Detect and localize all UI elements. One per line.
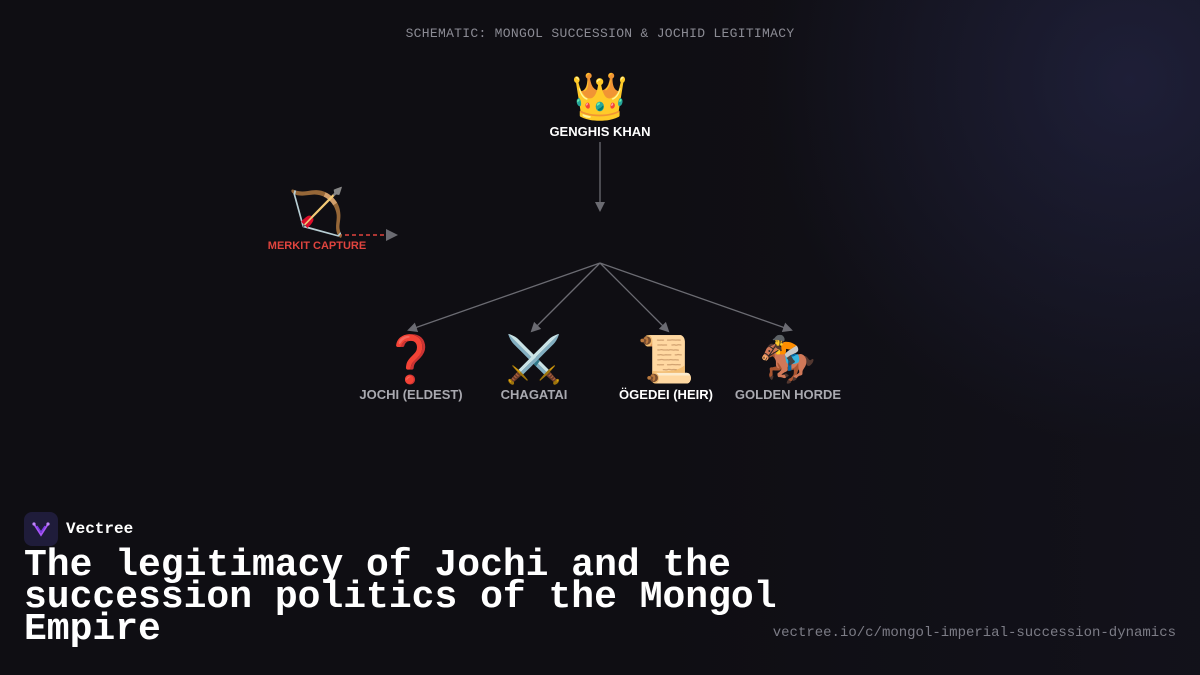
node-jochi: ❓ JOCHI (ELDEST) (359, 333, 462, 402)
horse-racing-icon: 🏇 (759, 332, 817, 386)
node-label: CHAGATAI (500, 387, 568, 402)
edge-to-golden-horde (599, 262, 793, 333)
page-headline: The legitimacy of Jochi and the successi… (24, 544, 777, 651)
scroll-icon: 📜 (637, 332, 695, 386)
edge-to-chagatai (530, 262, 601, 333)
node-label: JOCHI (ELDEST) (359, 387, 463, 402)
node-genghis-khan: 👑 GENGHIS KHAN (549, 70, 650, 139)
question-mark-icon: ❓ (382, 332, 440, 386)
edge-to-ogedei (599, 262, 670, 333)
brand[interactable]: Vectree (24, 512, 133, 546)
node-chagatai: ⚔️ CHAGATAI (501, 333, 568, 402)
source-url[interactable]: vectree.io/c/mongol-imperial-succession-… (772, 625, 1176, 641)
node-label: GOLDEN HORDE (734, 387, 842, 402)
side-note-label: MERKIT CAPTURE (267, 240, 367, 252)
node-ogedei: 📜 ÖGEDEI (HEIR) (619, 333, 713, 402)
schematic-title: SCHEMATIC: MONGOL SUCCESSION & JOCHID LE… (405, 26, 795, 41)
node-golden-horde: 🏇 GOLDEN HORDE (735, 333, 841, 402)
brand-name: Vectree (66, 520, 134, 538)
node-merkit-capture: 🏹 MERKIT CAPTURE (268, 186, 366, 252)
bow-and-arrow-icon: 🏹 (288, 185, 346, 239)
edge-to-jochi (407, 262, 601, 333)
crossed-swords-icon: ⚔️ (505, 332, 563, 386)
node-label: ÖGEDEI (HEIR) (619, 387, 713, 402)
vectree-logo-icon (24, 512, 58, 546)
crown-icon: 👑 (571, 69, 629, 123)
node-label: GENGHIS KHAN (549, 124, 651, 139)
